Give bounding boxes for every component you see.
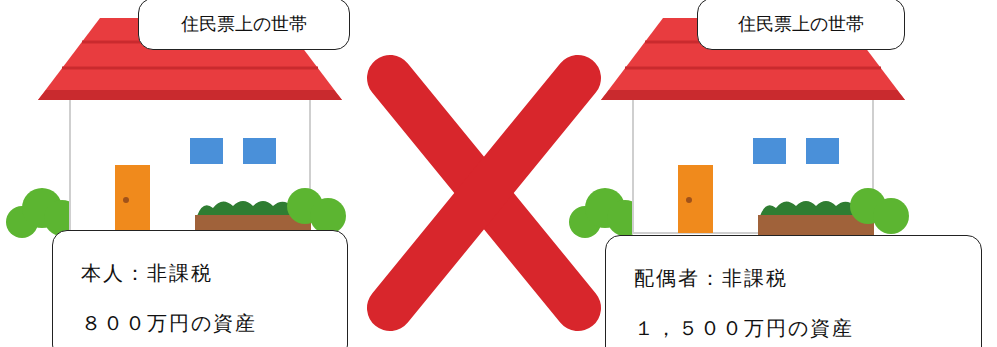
roof-edge: [38, 90, 342, 100]
node-text: 配偶者：非課税: [634, 266, 961, 290]
house-wall: [633, 88, 873, 233]
cross-stroke: [390, 78, 578, 308]
bush: [873, 198, 909, 234]
node-text: 本人：非課税: [81, 261, 327, 285]
person-box: 配偶者：非課税 １，５００万円の資産: [605, 235, 982, 347]
door-knob: [686, 197, 692, 203]
node-text: １，５００万円の資産: [634, 316, 961, 340]
door: [678, 165, 713, 233]
house-wall: [70, 88, 310, 233]
door: [115, 165, 150, 233]
node-text: 住民票上の世帯: [738, 12, 864, 36]
roof-stripe: [625, 67, 881, 70]
window: [243, 138, 276, 164]
roof-stripe: [62, 67, 318, 70]
roof-edge: [601, 90, 905, 100]
door-knob: [123, 197, 129, 203]
window: [753, 138, 786, 164]
window: [806, 138, 839, 164]
household-label: 住民票上の世帯: [138, 0, 350, 50]
node-text: ８００万円の資産: [81, 311, 327, 335]
house-illustration: [6, 18, 346, 238]
cross-stroke: [390, 78, 578, 308]
window: [190, 138, 223, 164]
bush: [310, 198, 346, 234]
person-box: 本人：非課税 ８００万円の資産: [52, 230, 348, 347]
household-label: 住民票上の世帯: [697, 0, 905, 50]
house-illustration: [569, 18, 909, 238]
cross-mark: [390, 78, 578, 308]
node-text: 住民票上の世帯: [181, 12, 307, 36]
